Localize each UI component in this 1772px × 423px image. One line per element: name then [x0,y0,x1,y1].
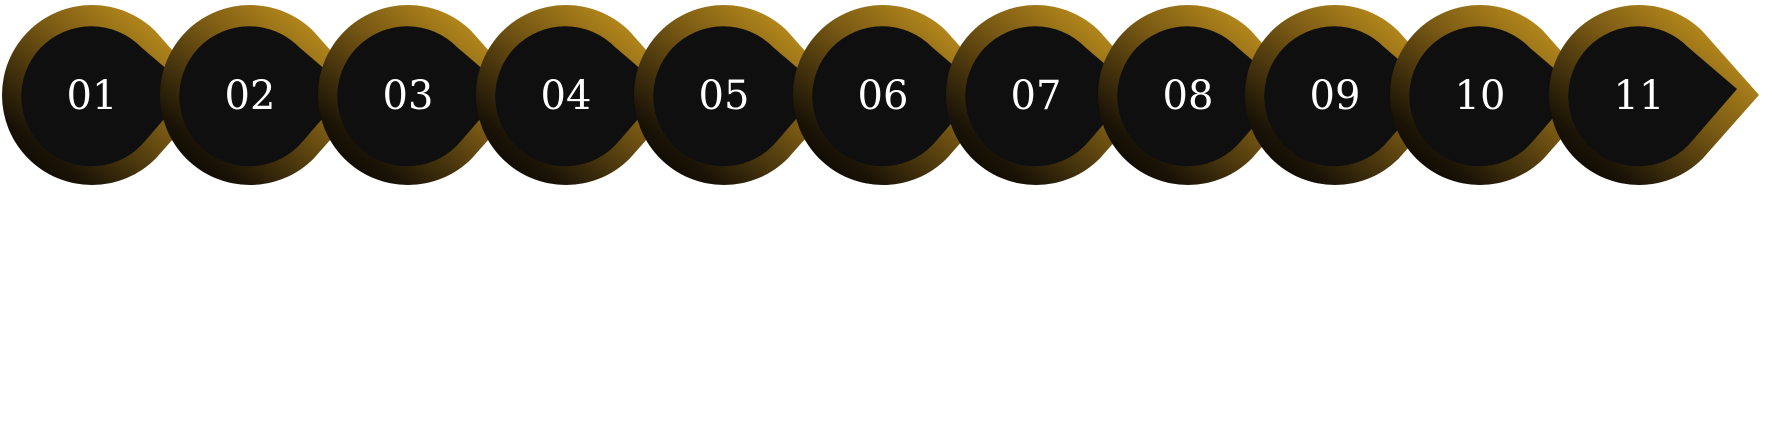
step-badge: 01 [1,4,212,186]
step-badge: 08 [1097,5,1308,186]
step-number: 05 [699,73,750,119]
step-disc [812,26,981,167]
step-badge: 04 [475,5,686,186]
steps-row: 01 02 03 04 05 06 07 08 09 10 11 [1,4,1759,186]
step-disc [179,26,348,167]
step-disc [337,26,506,167]
step-number: 01 [67,73,118,119]
step-number: 04 [541,73,592,119]
step-badge: 07 [945,5,1156,186]
step-number: 09 [1310,73,1361,119]
step-disc [1117,26,1286,167]
step-number: 11 [1614,73,1665,119]
step-disc [21,26,190,167]
step-number: 08 [1163,73,1214,119]
step-disc [495,26,664,167]
step-badge: 05 [633,5,844,186]
step-badge: 02 [159,4,370,186]
step-disc [1264,26,1433,167]
step-badge: 11 [1548,4,1759,186]
step-number: 06 [858,73,909,119]
step-disc [1568,26,1737,167]
step-disc [653,26,822,167]
step-disc [1409,26,1578,167]
step-badge: 10 [1389,4,1600,186]
step-number: 07 [1011,73,1062,119]
step-number: 10 [1455,73,1506,119]
step-number: 03 [383,73,434,119]
step-number: 02 [225,73,276,119]
step-disc [965,26,1134,167]
step-badge: 03 [317,5,528,186]
step-badge: 06 [792,5,1003,186]
